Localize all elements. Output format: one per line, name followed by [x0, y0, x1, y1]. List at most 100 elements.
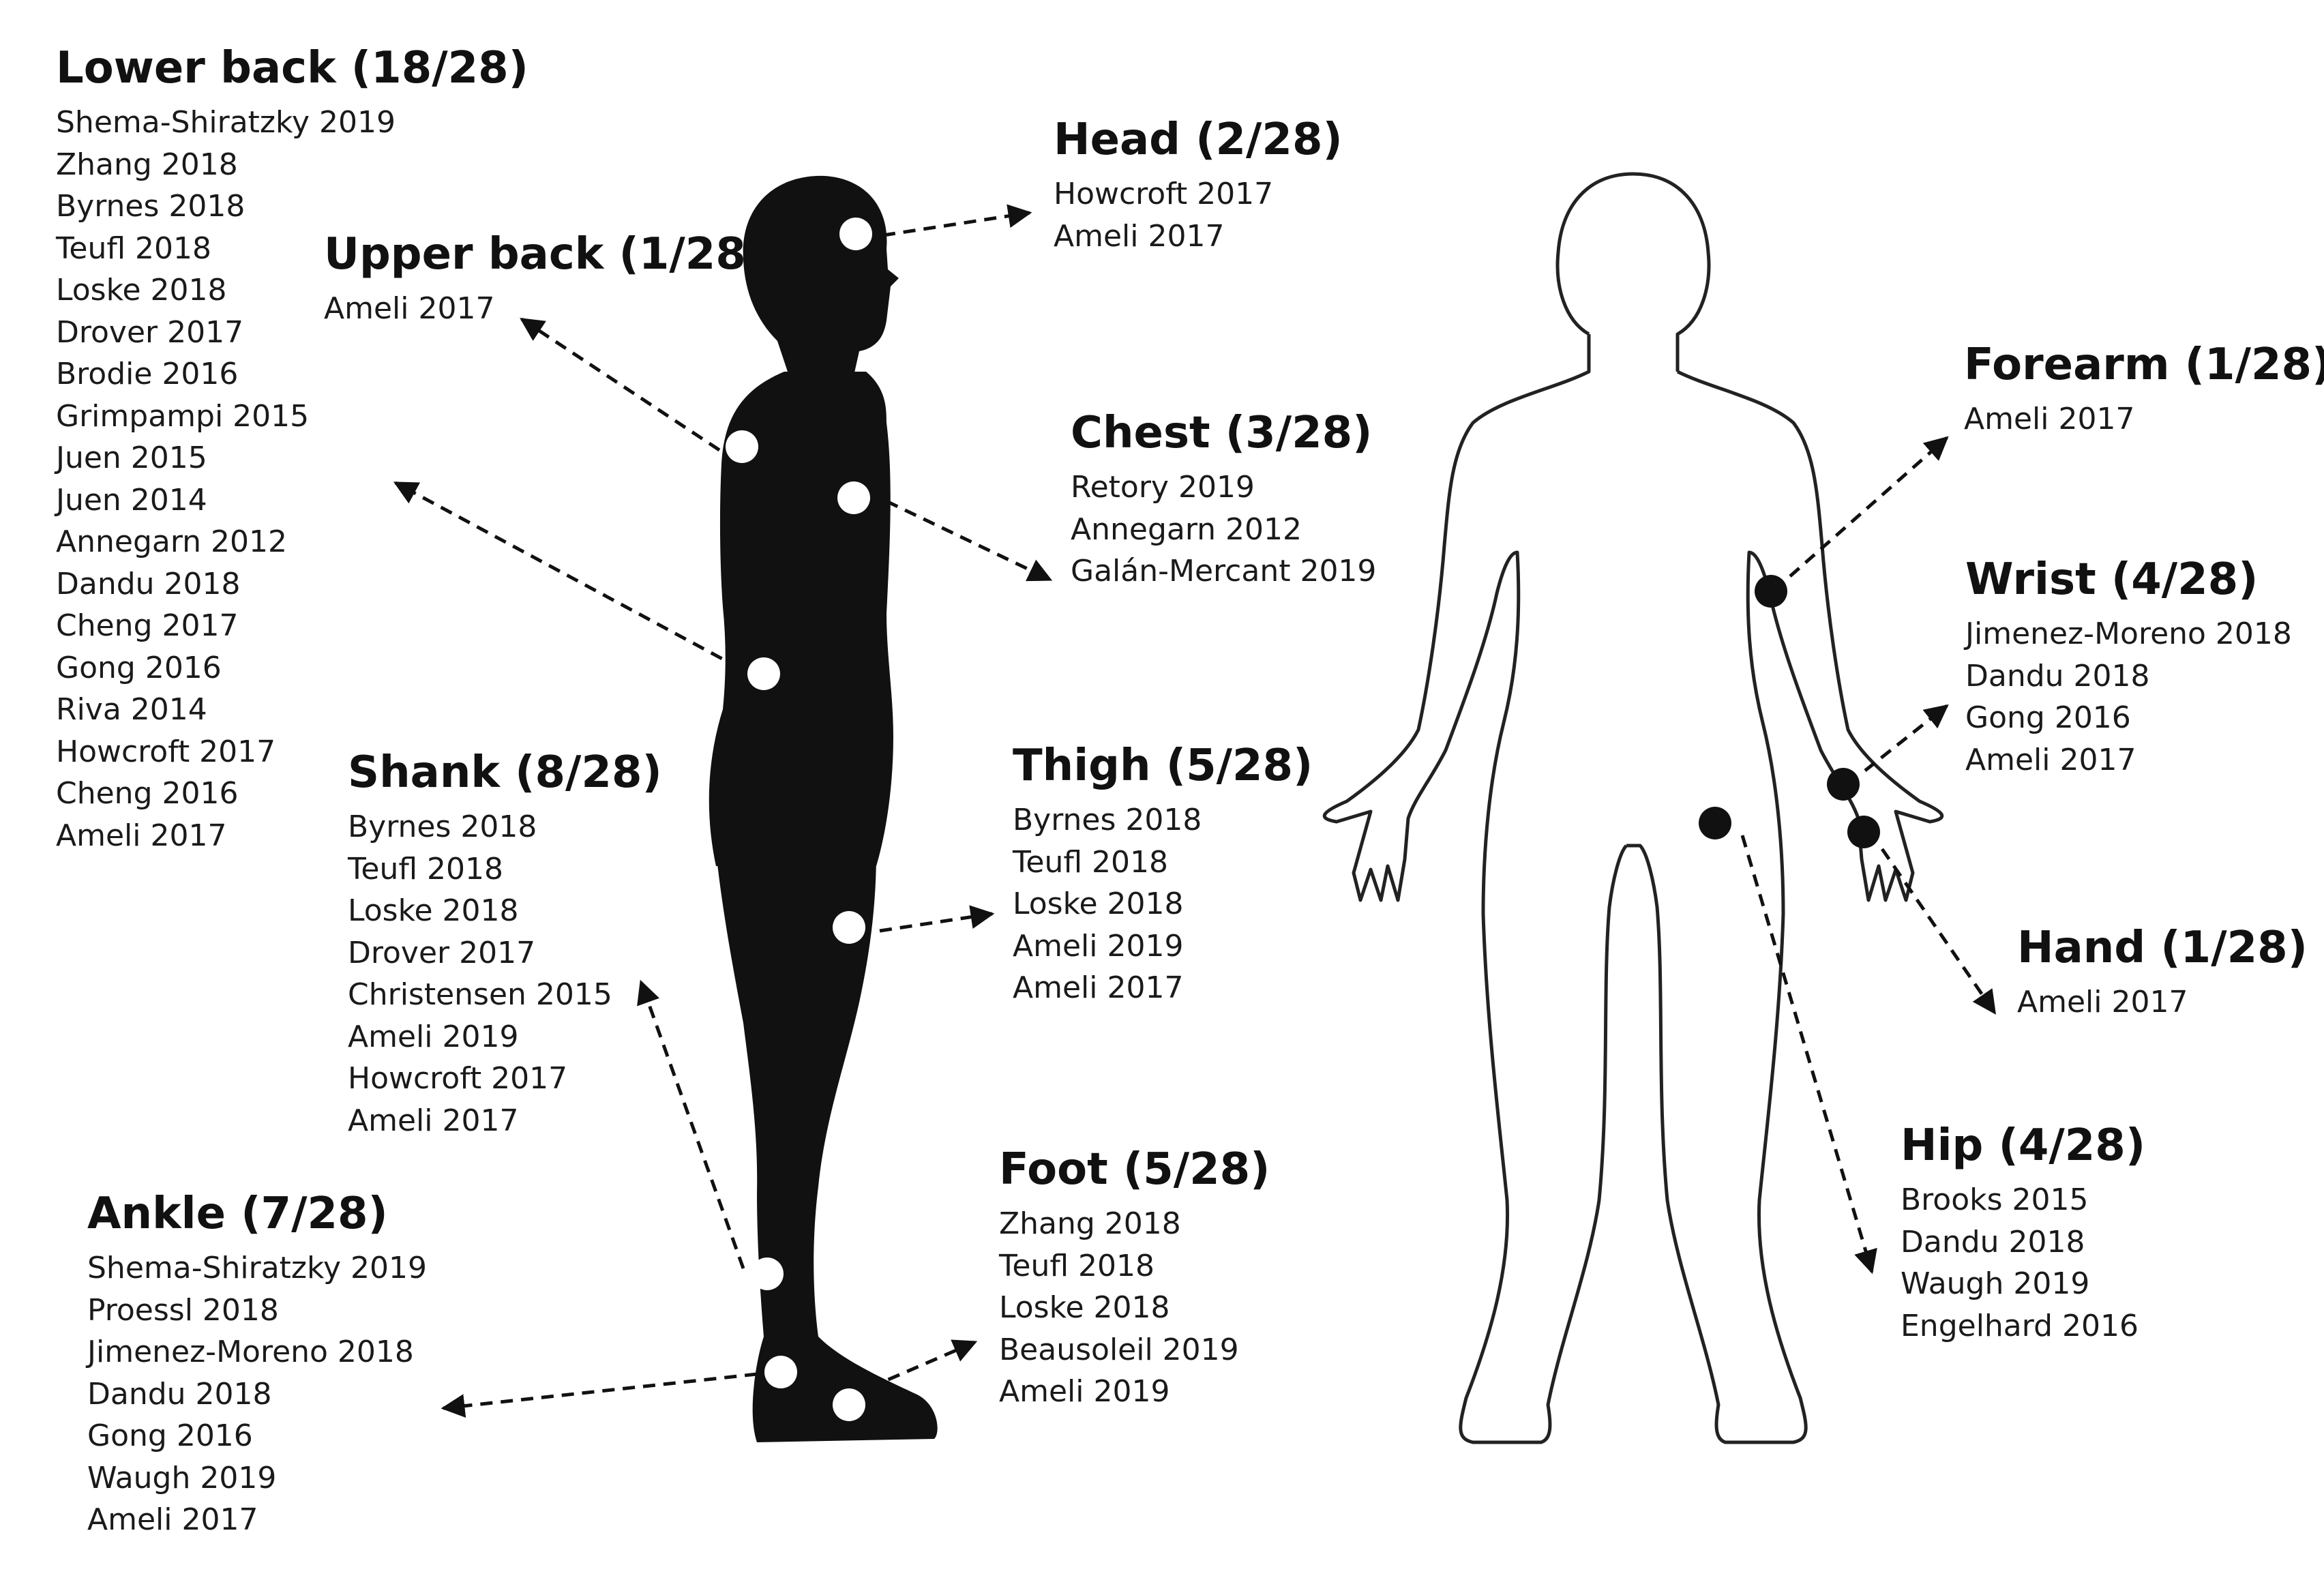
arrow-forearm: [1789, 436, 1949, 578]
group-heading: Hand (1/28): [2017, 923, 2308, 973]
reference-item: Ameli 2017: [1013, 970, 1184, 1006]
arrow-thigh: [879, 905, 995, 933]
label-group-hand: Hand (1/28) Ameli 2017: [2017, 924, 2308, 1024]
reference-item: Gong 2016: [56, 650, 222, 685]
reference-item: Ameli 2019: [348, 1019, 519, 1054]
sensor-dot-wrist: [1827, 768, 1860, 801]
sensor-dot-hand: [1847, 816, 1880, 848]
group-heading: Hip (4/28): [1901, 1120, 2146, 1171]
group-heading: Upper back (1/28): [324, 229, 766, 280]
reference-item: Teufl 2018: [348, 851, 504, 887]
reference-item: Ameli 2017: [87, 1502, 258, 1538]
reference-item: Proessl 2018: [87, 1292, 279, 1328]
sensor-dot-thigh: [833, 911, 865, 944]
label-group-upper-back: Upper back (1/28) Ameli 2017: [324, 230, 766, 330]
reference-item: Dandu 2018: [1901, 1224, 2085, 1260]
sensor-dot-upper-back: [726, 430, 758, 463]
front-view-outline: [1322, 172, 1944, 1444]
reference-list: Ameli 2017: [1964, 398, 2324, 441]
group-heading: Ankle (7/28): [87, 1189, 388, 1239]
reference-item: Brodie 2016: [56, 357, 239, 392]
arrow-wrist: [1864, 704, 1949, 772]
reference-item: Jimenez-Moreno 2018: [1965, 616, 2292, 652]
reference-item: Zhang 2018: [56, 147, 238, 182]
front-sensor-dots: [1699, 575, 1880, 848]
sensor-dot-shank: [751, 1257, 784, 1290]
reference-item: Howcroft 2017: [348, 1061, 568, 1097]
outline-body-right: [1626, 370, 1944, 1444]
reference-item: Ameli 2019: [999, 1374, 1170, 1410]
reference-item: Byrnes 2018: [56, 189, 245, 224]
reference-item: Drover 2017: [56, 314, 244, 350]
reference-item: Shema-Shiratzky 2019: [56, 105, 396, 140]
reference-item: Gong 2016: [1965, 700, 2131, 736]
arrow-chest: [885, 499, 1053, 582]
reference-item: Engelhard 2016: [1901, 1308, 2139, 1343]
reference-item: Howcroft 2017: [56, 734, 276, 769]
outline-body: [1322, 334, 1628, 1444]
reference-item: Beausoleil 2019: [999, 1332, 1239, 1367]
reference-item: Annegarn 2012: [1071, 511, 1302, 547]
side-view-silhouette: [709, 175, 938, 1442]
reference-item: Brooks 2015: [1901, 1182, 2089, 1218]
reference-item: Waugh 2019: [87, 1460, 277, 1495]
arrow-upper-back: [520, 317, 721, 452]
side-sensor-dots: [726, 218, 872, 1421]
reference-item: Byrnes 2018: [348, 809, 537, 845]
silhouette-head: [743, 175, 899, 382]
reference-item: Howcroft 2017: [1054, 177, 1274, 212]
reference-item: Waugh 2019: [1901, 1266, 2090, 1302]
group-heading: Chest (3/28): [1071, 408, 1373, 458]
reference-item: Dandu 2018: [1965, 658, 2150, 694]
reference-item: Retory 2019: [1071, 470, 1255, 505]
reference-item: Juen 2014: [56, 482, 207, 518]
silhouette-arm: [802, 436, 852, 812]
reference-item: Christensen 2015: [348, 977, 612, 1013]
reference-item: Loske 2018: [348, 893, 519, 929]
reference-item: Galán-Mercant 2019: [1071, 554, 1377, 589]
reference-item: Ameli 2019: [1013, 928, 1184, 964]
group-heading: Wrist (4/28): [1965, 554, 2259, 605]
reference-item: Loske 2018: [1013, 887, 1184, 922]
outline-head: [1555, 172, 1711, 372]
arrow-hip: [1740, 835, 1877, 1275]
sensor-dot-forearm: [1755, 575, 1787, 608]
group-heading: Lower back (18/28): [56, 43, 528, 93]
group-heading: Shank (8/28): [348, 747, 662, 798]
arrow-hand: [1880, 848, 1997, 1015]
reference-item: Ameli 2017: [324, 291, 495, 327]
group-heading: Foot (5/28): [999, 1144, 1270, 1195]
reference-item: Ameli 2017: [2017, 985, 2188, 1020]
arrow-head: [882, 204, 1032, 237]
sensor-dot-head: [839, 218, 872, 250]
reference-list: Ameli 2017: [324, 288, 766, 330]
reference-item: Ameli 2017: [1965, 742, 2136, 777]
silhouette-legs: [716, 852, 938, 1442]
reference-item: Ameli 2017: [1054, 218, 1225, 254]
reference-item: Loske 2018: [56, 273, 227, 308]
sensor-dot-ankle: [764, 1356, 797, 1388]
group-heading: Forearm (1/28): [1964, 340, 2324, 390]
reference-item: Teufl 2018: [999, 1248, 1155, 1283]
reference-item: Teufl 2018: [1013, 844, 1169, 880]
group-heading: Thigh (5/28): [1013, 741, 1313, 791]
reference-item: Cheng 2017: [56, 608, 239, 644]
